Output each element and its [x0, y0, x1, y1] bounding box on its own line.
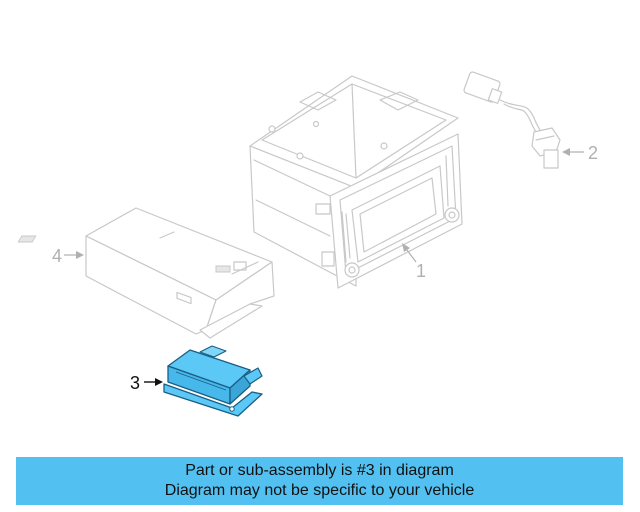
banner-line-disclaimer: Diagram may not be specific to your vehi…	[164, 482, 475, 499]
cover-drawing	[17, 207, 275, 339]
callout-3: 3	[130, 373, 140, 393]
leader-3-arrowhead	[155, 378, 163, 386]
callout-1: 1	[416, 261, 426, 281]
banner-line-part-number: Part or sub-assembly is #3 in diagram	[185, 462, 454, 479]
leader-2-arrowhead	[562, 148, 570, 156]
callout-4: 4	[52, 246, 62, 266]
callout-2: 2	[588, 143, 598, 163]
parts-diagram: 1 2 4	[17, 71, 598, 417]
connector-drawing	[463, 71, 561, 169]
leader-1-arrowhead	[402, 243, 410, 252]
info-banner: Part or sub-assembly is #3 in diagram Di…	[16, 457, 623, 505]
module-drawing-highlighted	[163, 345, 263, 417]
leader-4-arrowhead	[76, 251, 84, 259]
head-unit-drawing	[249, 75, 463, 289]
